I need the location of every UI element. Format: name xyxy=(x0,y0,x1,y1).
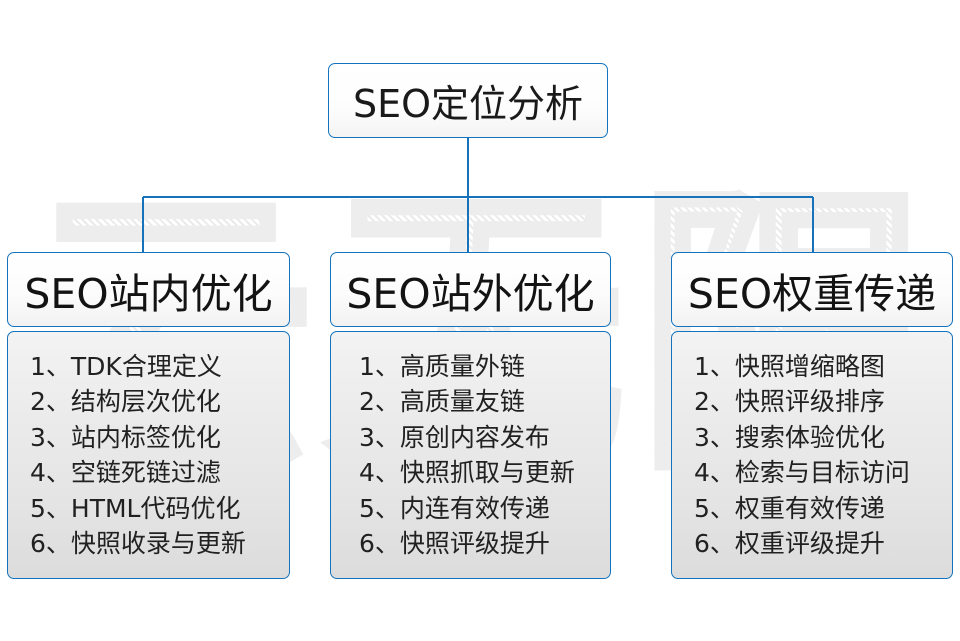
list-item-number: 5、 xyxy=(694,493,735,523)
list-item-label: 高质量友链 xyxy=(399,387,525,416)
list-item-number: 6、 xyxy=(30,529,71,558)
list-item[interactable]: 4、 检索与目标访问 xyxy=(694,455,952,491)
list-item[interactable]: 1、 TDK合理定义 xyxy=(30,349,289,385)
list-item-label: TDK合理定义 xyxy=(70,351,222,381)
list-item[interactable]: 2、 高质量友链 xyxy=(359,384,610,420)
column-item-list: 1、 快照增缩略图 2、 快照评级排序 3、 搜索体验优化 4、 检索与目标访问… xyxy=(672,349,952,562)
list-item-label: 站内标签优化 xyxy=(70,422,221,452)
list-item-label: 结构层次优化 xyxy=(70,387,221,416)
list-item-number: 1、 xyxy=(30,351,71,381)
column-body: 1、 TDK合理定义 2、 结构层次优化 3、 站内标签优化 4、 空链死链过滤… xyxy=(7,331,290,579)
list-item[interactable]: 4、 快照抓取与更新 xyxy=(359,455,610,491)
list-item-number: 1、 xyxy=(694,351,735,381)
list-item-label: HTML代码优化 xyxy=(70,493,241,523)
list-item-number: 4、 xyxy=(359,458,400,487)
list-item[interactable]: 5、 权重有效传递 xyxy=(694,491,952,527)
column-seo-offsite: SEO站外优化 1、 高质量外链 2、 高质量友链 3、 原创内容发布 4、 快 xyxy=(330,252,611,579)
list-item[interactable]: 2、 快照评级排序 xyxy=(694,384,952,420)
column-item-list: 1、 高质量外链 2、 高质量友链 3、 原创内容发布 4、 快照抓取与更新 5… xyxy=(331,349,610,562)
list-item-number: 1、 xyxy=(359,351,400,381)
list-item[interactable]: 3、 站内标签优化 xyxy=(30,420,289,456)
list-item-label: 检索与目标访问 xyxy=(734,458,910,487)
list-item-label: 快照收录与更新 xyxy=(70,529,246,558)
list-item[interactable]: 4、 空链死链过滤 xyxy=(30,455,289,491)
list-item-label: 搜索体验优化 xyxy=(734,422,885,452)
list-item[interactable]: 5、 内连有效传递 xyxy=(359,491,610,527)
list-item-number: 2、 xyxy=(359,387,400,416)
column-header[interactable]: SEO站内优化 xyxy=(7,252,290,327)
column-seo-weight-transfer: SEO权重传递 1、 快照增缩略图 2、 快照评级排序 3、 搜索体验优化 4、 xyxy=(671,252,953,579)
column-header-label: SEO权重传递 xyxy=(687,269,937,318)
list-item-label: 内连有效传递 xyxy=(399,493,550,523)
root-node[interactable]: SEO定位分析 xyxy=(328,63,608,138)
list-item-number: 3、 xyxy=(359,422,400,452)
list-item-label: 权重有效传递 xyxy=(734,493,885,523)
list-item-label: 空链死链过滤 xyxy=(70,458,221,487)
list-item-label: 快照抓取与更新 xyxy=(399,458,575,487)
list-item[interactable]: 1、 高质量外链 xyxy=(359,349,610,385)
list-item-label: 高质量外链 xyxy=(399,351,525,381)
column-item-list: 1、 TDK合理定义 2、 结构层次优化 3、 站内标签优化 4、 空链死链过滤… xyxy=(8,349,289,562)
column-body: 1、 快照增缩略图 2、 快照评级排序 3、 搜索体验优化 4、 检索与目标访问… xyxy=(671,331,953,579)
column-header[interactable]: SEO站外优化 xyxy=(330,252,611,327)
list-item-label: 原创内容发布 xyxy=(399,422,550,452)
list-item-number: 2、 xyxy=(30,387,71,416)
list-item[interactable]: 2、 结构层次优化 xyxy=(30,384,289,420)
list-item-number: 6、 xyxy=(694,529,735,558)
list-item-number: 3、 xyxy=(694,422,735,452)
column-seo-onsite: SEO站内优化 1、 TDK合理定义 2、 结构层次优化 3、 站内标签优化 4… xyxy=(7,252,290,579)
column-body: 1、 高质量外链 2、 高质量友链 3、 原创内容发布 4、 快照抓取与更新 5… xyxy=(330,331,611,579)
list-item[interactable]: 6、 快照评级提升 xyxy=(359,526,610,562)
list-item[interactable]: 5、 HTML代码优化 xyxy=(30,491,289,527)
list-item-number: 3、 xyxy=(30,422,71,452)
list-item-label: 权重评级提升 xyxy=(734,529,885,558)
list-item[interactable]: 3、 原创内容发布 xyxy=(359,420,610,456)
list-item-number: 4、 xyxy=(30,458,71,487)
column-header-label: SEO站外优化 xyxy=(346,269,595,318)
list-item-number: 6、 xyxy=(359,529,400,558)
list-item-label: 快照增缩略图 xyxy=(734,351,885,381)
list-item-number: 5、 xyxy=(30,493,71,523)
list-item-number: 2、 xyxy=(694,387,735,416)
list-item[interactable]: 6、 快照收录与更新 xyxy=(30,526,289,562)
list-item-number: 4、 xyxy=(694,458,735,487)
list-item[interactable]: 3、 搜索体验优化 xyxy=(694,420,952,456)
list-item-label: 快照评级排序 xyxy=(734,387,885,416)
list-item[interactable]: 6、 权重评级提升 xyxy=(694,526,952,562)
root-node-label: SEO定位分析 xyxy=(352,82,584,126)
list-item-label: 快照评级提升 xyxy=(399,529,550,558)
column-header[interactable]: SEO权重传递 xyxy=(671,252,953,327)
column-header-label: SEO站内优化 xyxy=(24,269,273,318)
list-item[interactable]: 1、 快照增缩略图 xyxy=(694,349,952,385)
list-item-number: 5、 xyxy=(359,493,400,523)
